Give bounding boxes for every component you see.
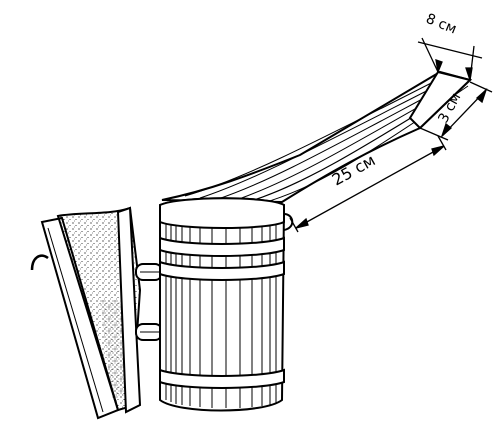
dimension-depth	[419, 81, 493, 141]
bellows	[30, 206, 142, 420]
body-latch	[283, 213, 294, 231]
bellows-hook	[30, 254, 49, 271]
dimension-length	[289, 135, 447, 233]
width-label: 8 см	[424, 11, 459, 38]
smoker-spout	[161, 70, 472, 205]
bellows-front-board	[116, 206, 142, 414]
body-band	[159, 368, 285, 389]
dimension-width	[417, 37, 483, 81]
body-band	[159, 236, 285, 257]
body-band	[159, 260, 285, 281]
smoker-body	[159, 197, 294, 412]
body-lid-rim	[159, 197, 285, 229]
